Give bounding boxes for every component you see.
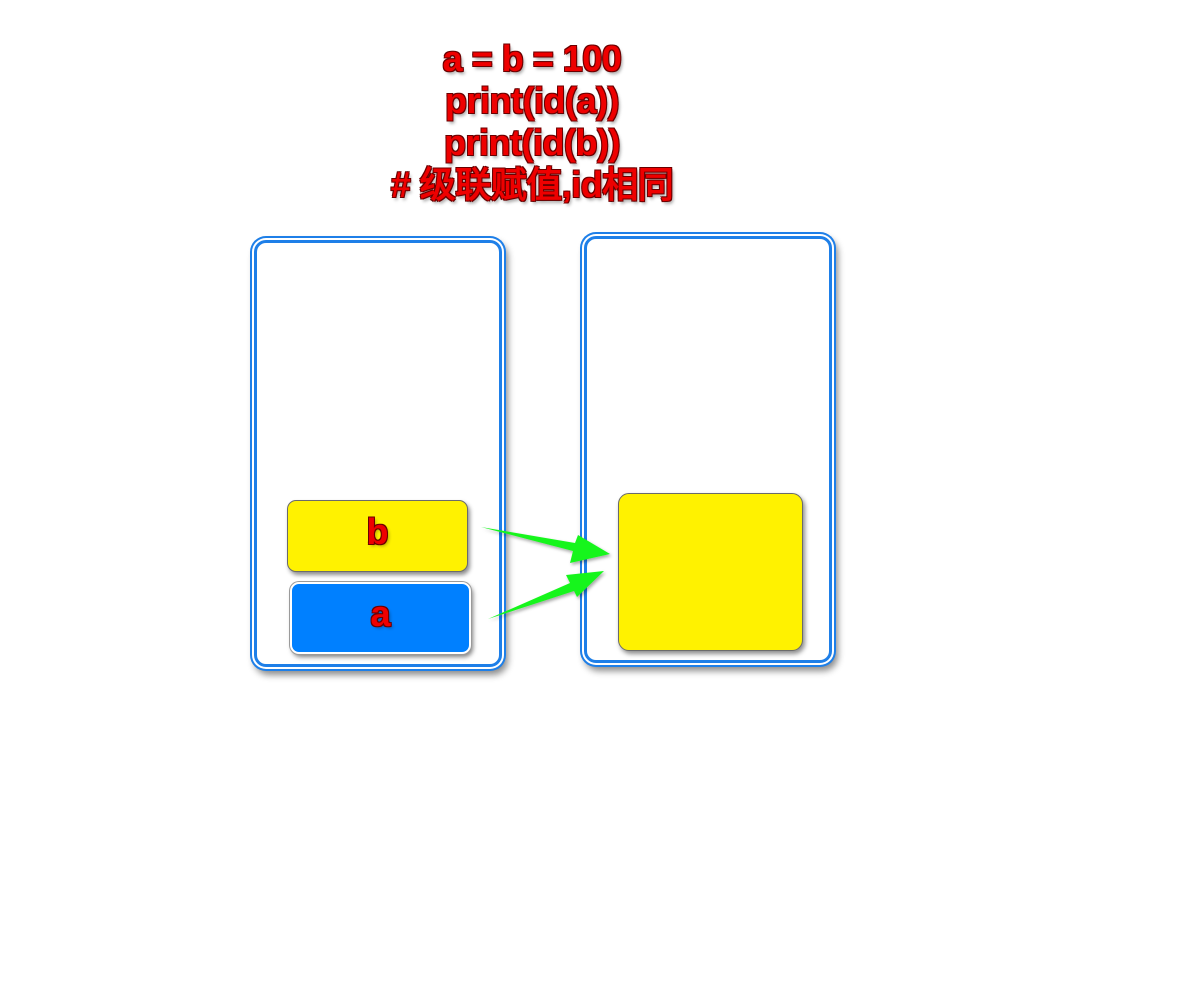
variable-a-box: a — [290, 582, 471, 654]
variable-a-label: a — [370, 593, 391, 634]
code-line-comment: # 级联赋值,id相同 — [390, 164, 674, 205]
variable-b-label: b — [366, 511, 389, 552]
code-line-assignment: a = b = 100 — [442, 38, 622, 79]
code-line-print-id-a: print(id(a)) — [445, 80, 619, 121]
variable-b-box: b — [287, 500, 468, 572]
code-line-print-id-b: print(id(b)) — [444, 122, 620, 163]
code-snippet: a = b = 100 print(id(a)) print(id(b)) # … — [232, 38, 832, 206]
value-object-box — [618, 493, 803, 651]
